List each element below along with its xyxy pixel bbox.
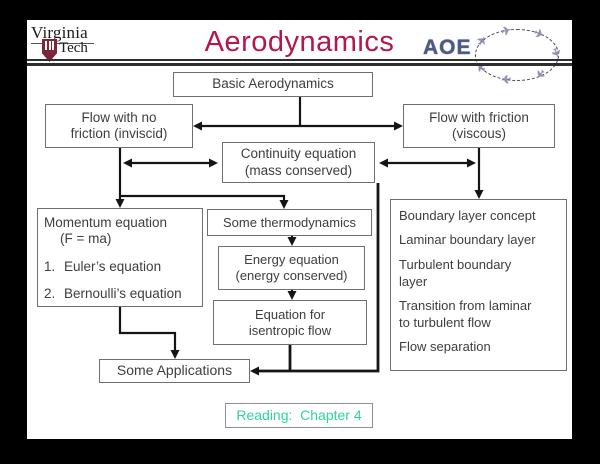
aoe-plane-ring — [475, 29, 559, 81]
vt-logo-virginia: Virginia — [31, 23, 94, 44]
boundary-item: Turbulent boundary layer — [399, 256, 512, 289]
node-momentum-equation: Momentum equation (F = ma) 1. Euler’s eq… — [37, 208, 203, 307]
momentum-item-number: 1. — [44, 258, 56, 274]
node-flow-no-friction: Flow with no friction (inviscid) — [45, 104, 193, 148]
node-some-thermodynamics: Some thermodynamics — [207, 209, 372, 236]
virginia-tech-logo: Virginia Tech — [29, 23, 119, 65]
node-energy-equation: Energy equation (energy conserved) — [218, 246, 365, 290]
node-basic-aerodynamics: Basic Aerodynamics — [173, 72, 373, 97]
momentum-item-text: Euler’s equation — [64, 258, 162, 274]
boundary-item: Flow separation — [399, 339, 491, 355]
page-title: Aerodynamics — [204, 26, 395, 58]
header-rule-thick — [27, 63, 572, 66]
boundary-item: Boundary layer concept — [399, 208, 536, 223]
node-some-applications: Some Applications — [99, 359, 250, 383]
node-boundary-layer-topics: Boundary layer concept Laminar boundary … — [390, 199, 567, 371]
vt-logo-tech: Tech — [59, 40, 88, 56]
node-flow-with-friction: Flow with friction (viscous) — [403, 104, 555, 148]
momentum-item-text: Bernoulli’s equation — [64, 286, 182, 302]
reading-assignment: Reading: Chapter 4 — [225, 403, 373, 428]
boundary-item: Laminar boundary layer — [399, 232, 536, 248]
node-isentropic-equation: Equation for isentropic flow — [213, 300, 367, 345]
slide: Virginia Tech Aerodynamics AOE ✈ ✈ ✈ ✈ ✈… — [27, 20, 572, 439]
vt-shield-icon — [42, 39, 57, 62]
momentum-item: 2. Bernoulli’s equation — [44, 286, 196, 302]
momentum-item-number: 2. — [44, 286, 56, 302]
momentum-subtitle: (F = ma) — [60, 231, 112, 247]
momentum-item: 1. Euler’s equation — [44, 259, 196, 275]
aoe-logo: AOE — [423, 36, 472, 59]
header-rule-thin — [27, 59, 572, 61]
connector-lines — [115, 97, 484, 376]
boundary-item: Transition from laminar to turbulent flo… — [399, 298, 532, 330]
momentum-title: Momentum equation — [44, 215, 168, 230]
node-continuity-equation: Continuity equation (mass conserved) — [222, 142, 375, 183]
